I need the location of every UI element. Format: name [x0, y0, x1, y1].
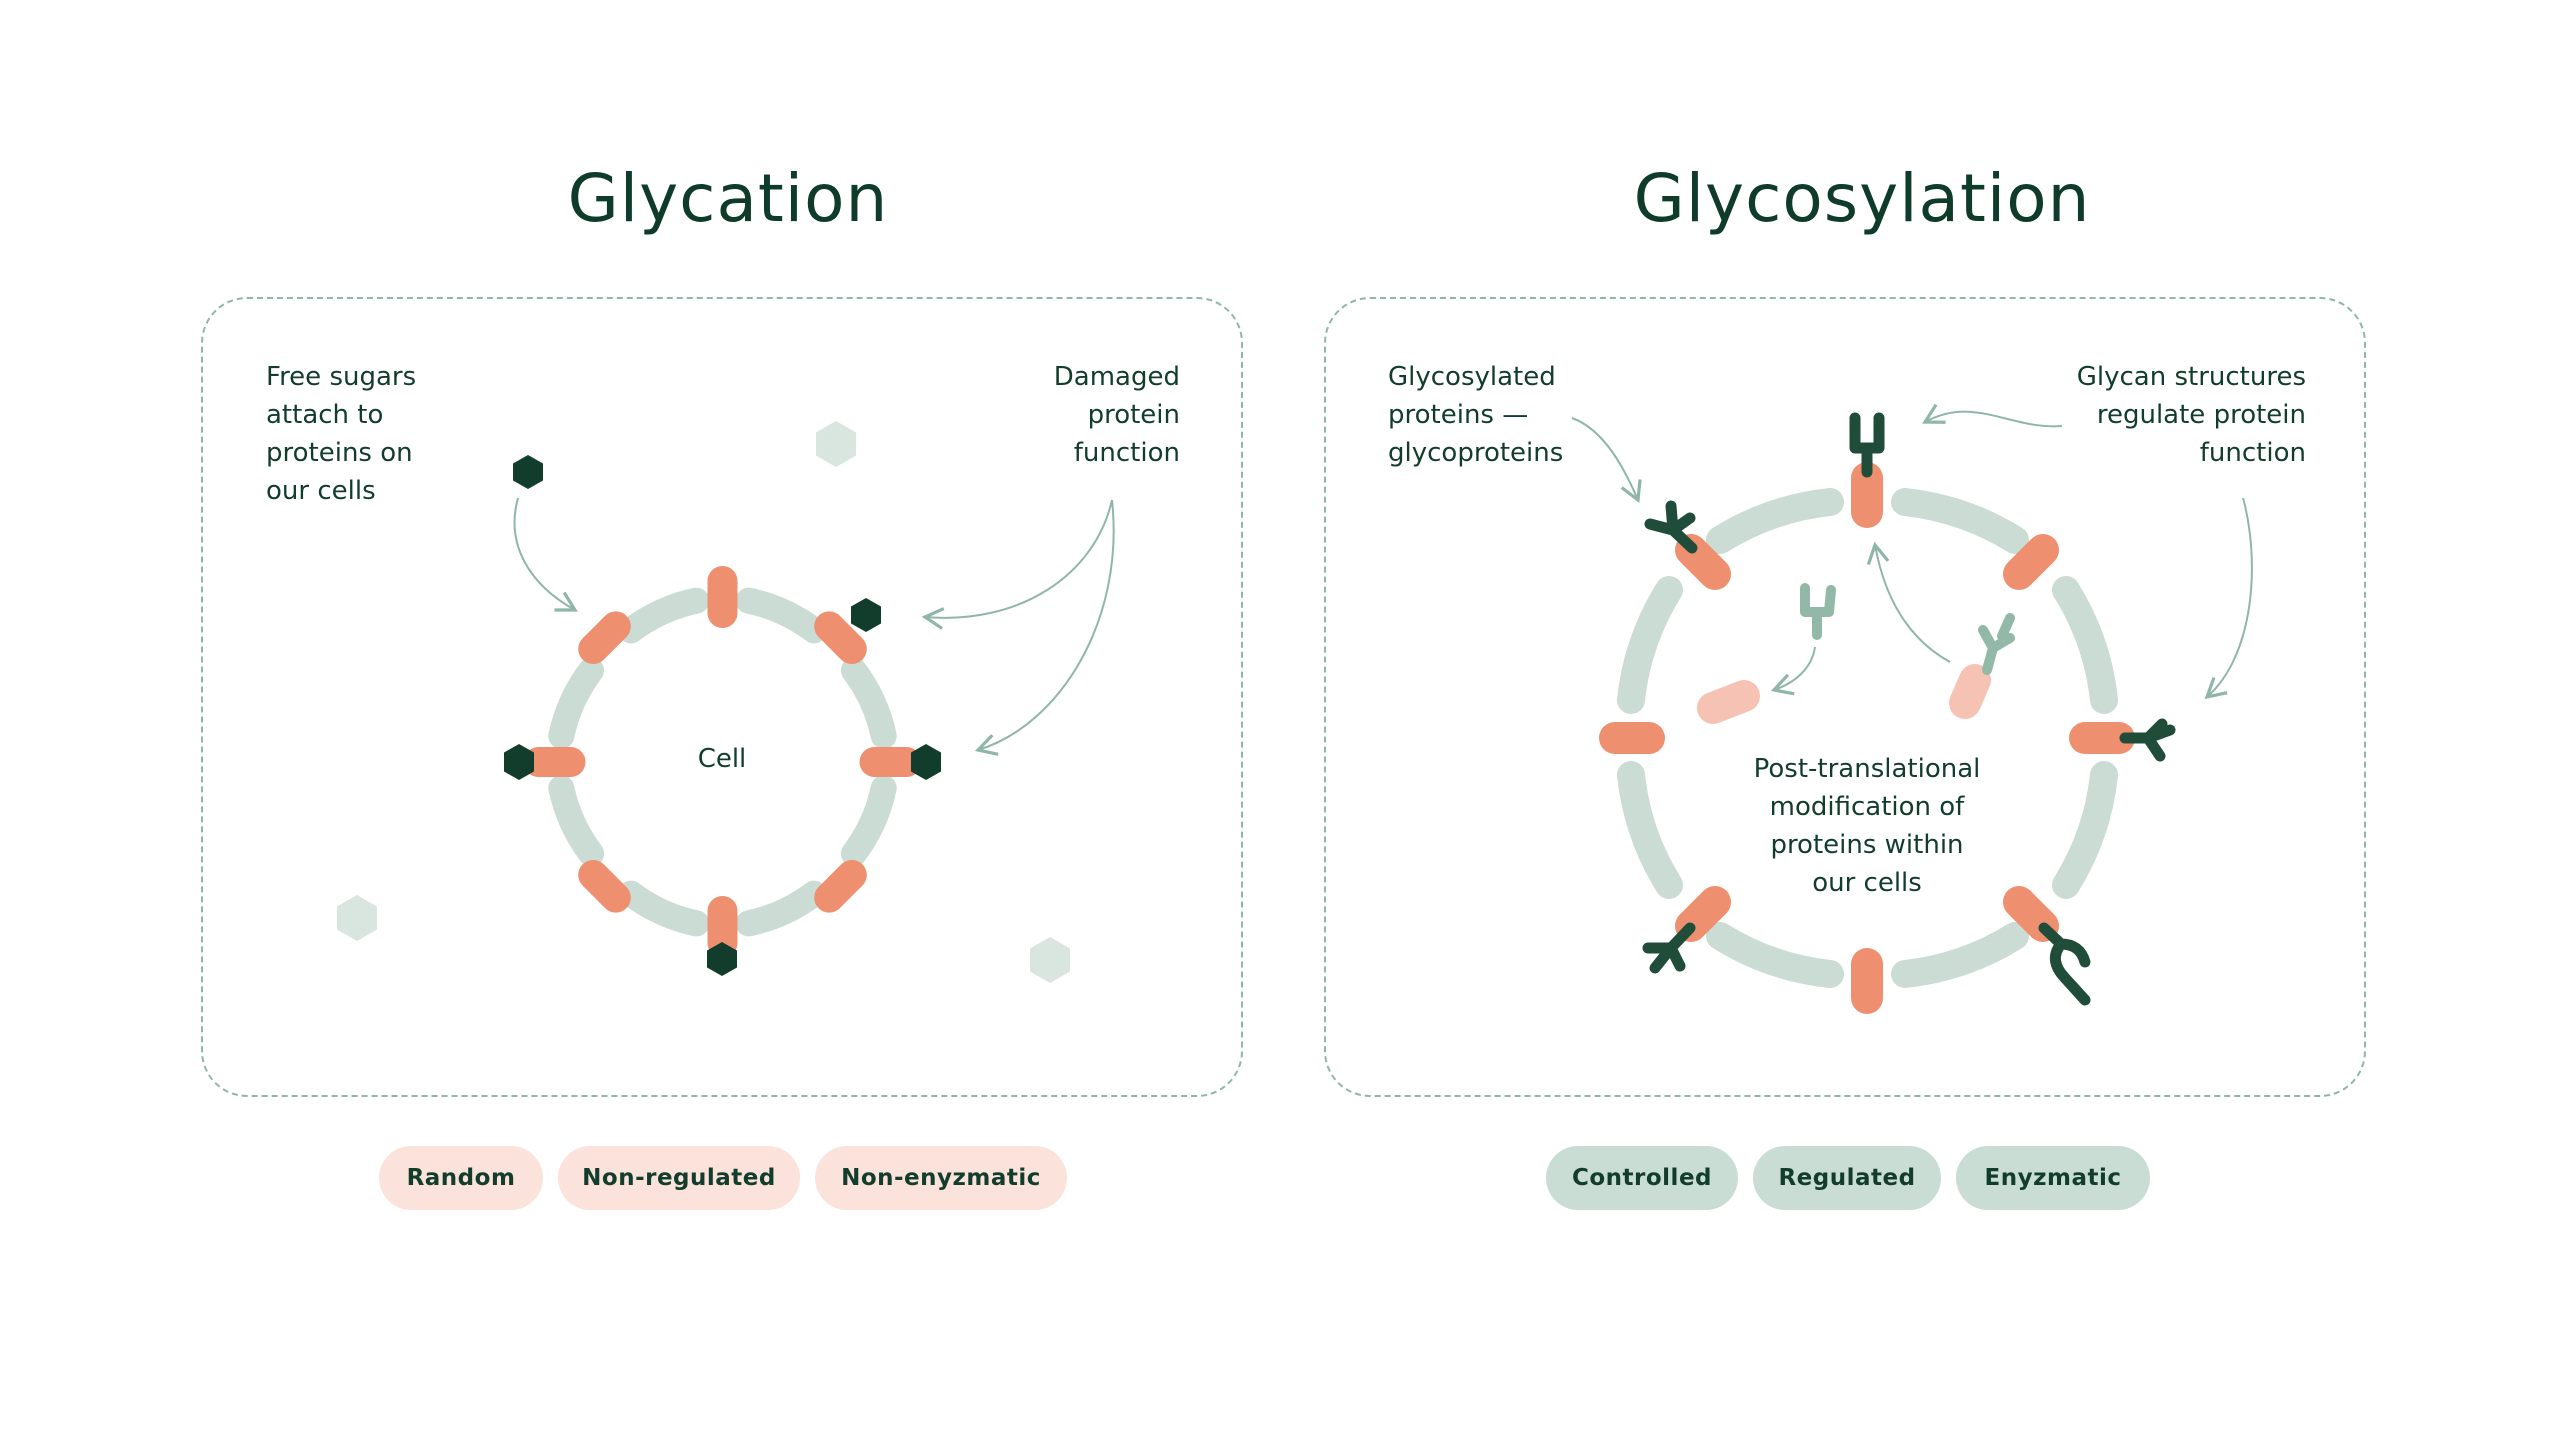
- glycosylation-proteins: [1599, 462, 2135, 1014]
- glycosylation-cell-label: Post-translational modification of prote…: [1753, 754, 1981, 898]
- tag-controlled: Controlled: [1546, 1146, 1738, 1210]
- tag-non-regulated: Non-regulated: [558, 1146, 800, 1210]
- glycosylation-panel: [1324, 297, 2366, 1097]
- arrow-icon: [1571, 403, 2253, 700]
- hexagon-sugar-icon: [504, 455, 941, 976]
- glycosylation-left-note: Glycosylated proteins — glycoproteins: [1388, 362, 1564, 468]
- glycation-proteins: [523, 566, 922, 958]
- glycation-panel: [201, 297, 1243, 1097]
- tag-regulated: Regulated: [1753, 1146, 1941, 1210]
- glycation-right-note: Damaged protein function: [1053, 362, 1180, 468]
- glycan-y-icon: [1800, 583, 2015, 675]
- hexagon-sugar-icon: [337, 421, 1070, 983]
- loose-proteins: [1697, 664, 1991, 724]
- glycosylation-cell-ring: [1617, 488, 2118, 988]
- glycosylation-right-note: Glycan structures regulate protein funct…: [2076, 362, 2306, 468]
- glycation-cell-ring: [548, 587, 897, 937]
- tag-non-enyzmatic: Non-enyzmatic: [815, 1146, 1067, 1210]
- glycosylation-title: Glycosylation: [1633, 160, 2091, 237]
- tag-enyzmatic: Enyzmatic: [1956, 1146, 2150, 1210]
- arrow-icon: [513, 497, 1115, 756]
- glycation-title: Glycation: [567, 160, 889, 237]
- glycation-cell-label: Cell: [697, 744, 747, 774]
- tag-random: Random: [379, 1146, 543, 1210]
- glycation-left-note: Free sugars attach to proteins on our ce…: [266, 362, 417, 506]
- glycan-y-icon: [1642, 412, 2176, 1006]
